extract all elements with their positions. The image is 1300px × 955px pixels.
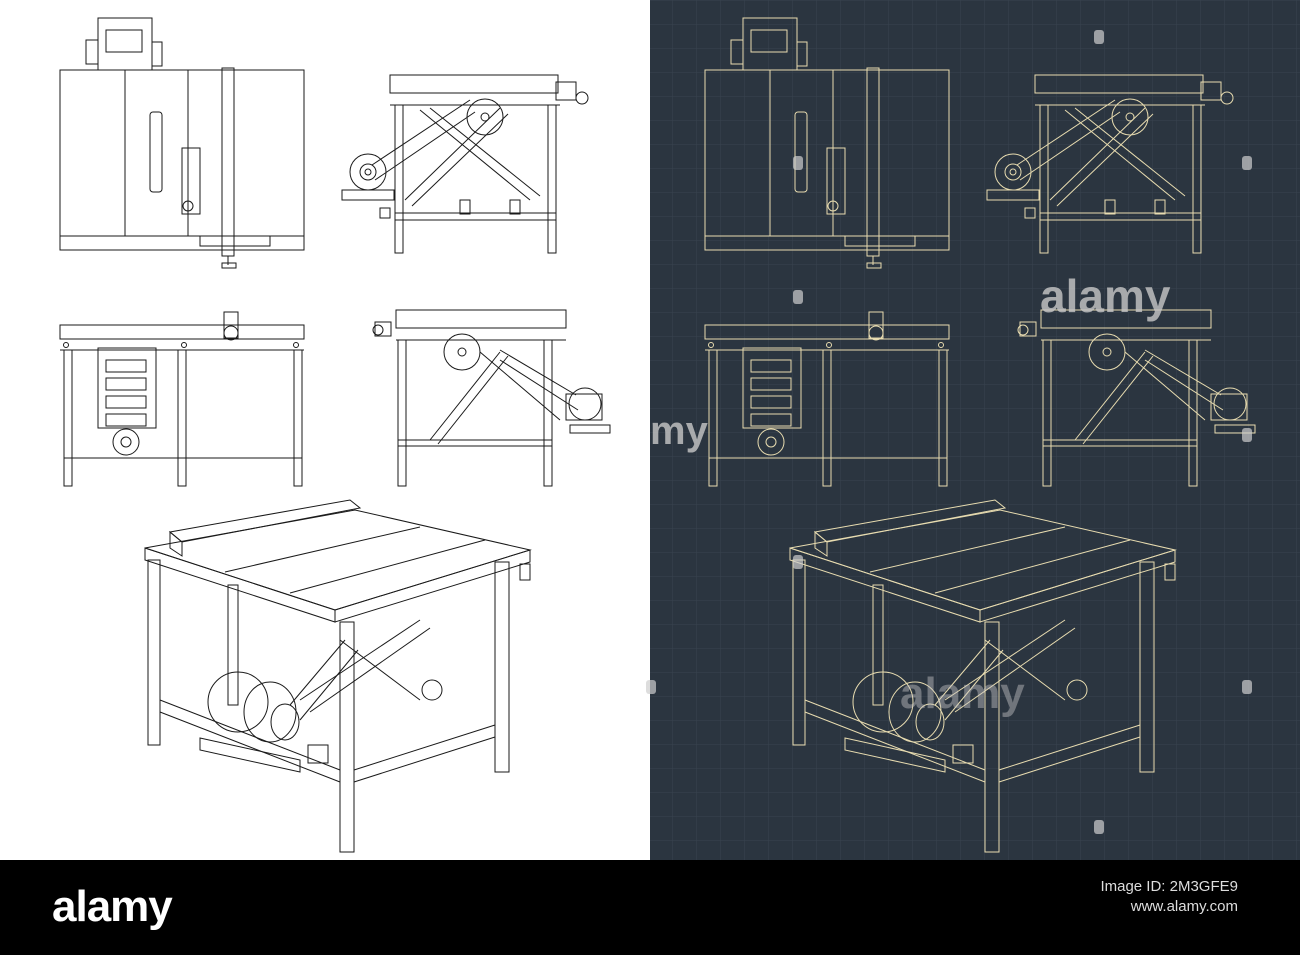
left-panel [0, 0, 650, 860]
camera-watermark-icon [646, 30, 1252, 834]
footer-brand-logo: alamy [52, 882, 173, 931]
watermark-center: alamy [900, 669, 1025, 718]
right-panel-grid [650, 0, 1300, 860]
watermark-group: alamy my alamy [650, 270, 1171, 718]
watermark-large: alamy [1040, 270, 1171, 322]
watermark-side: my [650, 409, 709, 453]
image-url-label: www.alamy.com [1130, 898, 1238, 915]
image-id-label: Image ID: 2M3GFE9 [1100, 878, 1238, 895]
footer-image-info: Image ID: 2M3GFE9 www.alamy.com [1100, 877, 1238, 917]
